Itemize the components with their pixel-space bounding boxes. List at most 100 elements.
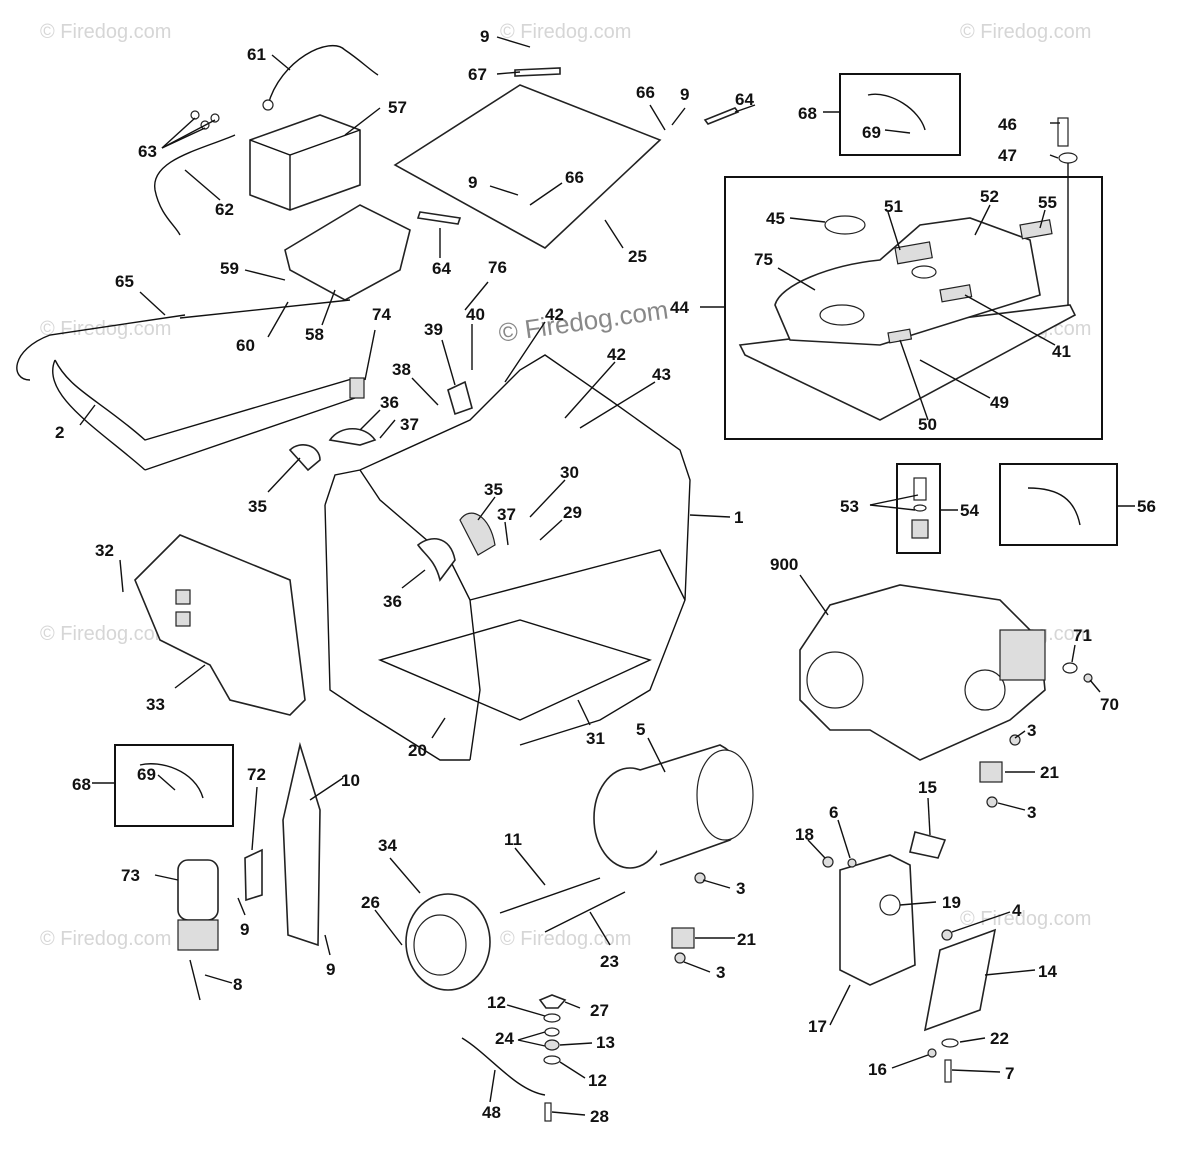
callout-label: 42 — [607, 345, 626, 364]
callout-label: 11 — [504, 830, 522, 849]
watermark: © Firedog.com — [500, 21, 631, 43]
callout-label: 9 — [468, 173, 477, 192]
battery-tray-58 — [284, 204, 411, 301]
callout-labels: 9 67 61 57 63 62 65 59 60 58 2 66 9 64 9… — [55, 27, 1156, 1126]
callout-label: 47 — [998, 146, 1017, 165]
callout-label: 60 — [236, 336, 255, 355]
engine-900 — [799, 584, 1046, 761]
grommet-35b — [459, 512, 496, 556]
callout-label: 4 — [1012, 901, 1022, 920]
handle-grip-36a — [328, 427, 377, 446]
callout-label: 36 — [383, 592, 402, 611]
bolt-7 — [944, 1059, 952, 1083]
nut-13 — [544, 1039, 560, 1051]
callout-label: 37 — [400, 415, 419, 434]
callout-label: 71 — [1073, 626, 1092, 645]
alternator-5 — [593, 744, 754, 869]
callout-label: 69 — [137, 765, 156, 784]
callout-label: 64 — [432, 259, 451, 278]
callout-label: 10 — [341, 771, 360, 790]
watermark-center: © Firedog.com — [497, 294, 670, 347]
callout-label: 15 — [918, 778, 937, 797]
bracket-10 — [282, 741, 321, 947]
hose-69-top — [867, 93, 926, 131]
callout-label: 20 — [408, 741, 427, 760]
washer-47 — [1058, 152, 1078, 164]
callout-label: 35 — [484, 480, 503, 499]
callout-label: 40 — [466, 305, 485, 324]
watermark: © Firedog.com — [960, 908, 1091, 930]
watermark: © Firedog.com — [960, 21, 1091, 43]
callout-label: 25 — [628, 247, 647, 266]
callout-label: 30 — [560, 463, 579, 482]
callout-label: 41 — [1052, 342, 1071, 361]
mount-21b — [979, 761, 1003, 783]
fuel-hose-box-bottom — [114, 744, 234, 827]
callout-label: 29 — [563, 503, 582, 522]
callout-label: 46 — [998, 115, 1017, 134]
bracket-39 — [447, 380, 473, 416]
callout-label: 39 — [424, 320, 443, 339]
rod-11 — [499, 877, 601, 914]
nut-3a — [694, 872, 706, 884]
callout-label: 21 — [1040, 763, 1059, 782]
callout-label: 50 — [918, 415, 937, 434]
washer-24 — [544, 1027, 560, 1037]
callout-label: 68 — [798, 104, 817, 123]
leader-lines — [79, 36, 1135, 1116]
control-panel-33 — [134, 534, 306, 716]
callout-label: 70 — [1100, 695, 1119, 714]
fuel-hose-box-right — [999, 463, 1118, 546]
cover-plate-25 — [393, 84, 662, 249]
callout-label: 1 — [734, 508, 743, 527]
fuel-filter-73 — [177, 859, 219, 951]
callout-label: 61 — [247, 45, 266, 64]
callout-label: 56 — [1137, 497, 1156, 516]
rod-23 — [544, 891, 626, 933]
callout-label: 42 — [545, 305, 564, 324]
fuel-hose-box-top — [839, 73, 961, 156]
callout-label: 31 — [586, 729, 605, 748]
stud-28 — [544, 1102, 552, 1122]
callout-label: 52 — [980, 187, 999, 206]
bolt-46 — [1057, 117, 1069, 147]
callout-label: 57 — [388, 98, 407, 117]
callout-label: 3 — [736, 879, 745, 898]
callout-label: 14 — [1038, 962, 1057, 981]
callout-label: 76 — [488, 258, 507, 277]
nut-3d — [986, 796, 998, 808]
callout-label: 9 — [680, 85, 689, 104]
watermark: © Firedog.com — [40, 623, 171, 645]
callout-label: 49 — [990, 393, 1009, 412]
callout-label: 75 — [754, 250, 773, 269]
nut-4 — [941, 929, 953, 941]
callout-label: 28 — [590, 1107, 609, 1126]
nut-16 — [927, 1048, 937, 1058]
fan-cover-34 — [405, 893, 491, 991]
callout-label: 17 — [808, 1017, 827, 1036]
callout-label: 66 — [565, 168, 584, 187]
callout-label: 64 — [735, 90, 754, 109]
callout-label: 37 — [497, 505, 516, 524]
watermark: © Firedog.com — [40, 21, 171, 43]
callout-label: 66 — [636, 83, 655, 102]
callout-label: 72 — [247, 765, 266, 784]
part-drawings — [16, 45, 1118, 1122]
callout-label: 2 — [55, 423, 64, 442]
callout-label: 43 — [652, 365, 671, 384]
callout-label: 48 — [482, 1103, 501, 1122]
callout-label: 21 — [737, 930, 756, 949]
washer-12a — [543, 1013, 561, 1023]
strip-64b — [416, 211, 462, 225]
muffler-17 — [839, 854, 916, 986]
callout-label: 23 — [600, 952, 619, 971]
fuel-cap-45 — [824, 215, 866, 235]
callout-label: 63 — [138, 142, 157, 161]
callout-label: 18 — [795, 825, 814, 844]
callout-label: 73 — [121, 866, 140, 885]
nut-3c — [1009, 734, 1021, 746]
callout-label: 65 — [115, 272, 134, 291]
callout-label: 9 — [240, 920, 249, 939]
callout-label: 12 — [487, 993, 506, 1012]
hose-69-bottom — [139, 763, 204, 799]
